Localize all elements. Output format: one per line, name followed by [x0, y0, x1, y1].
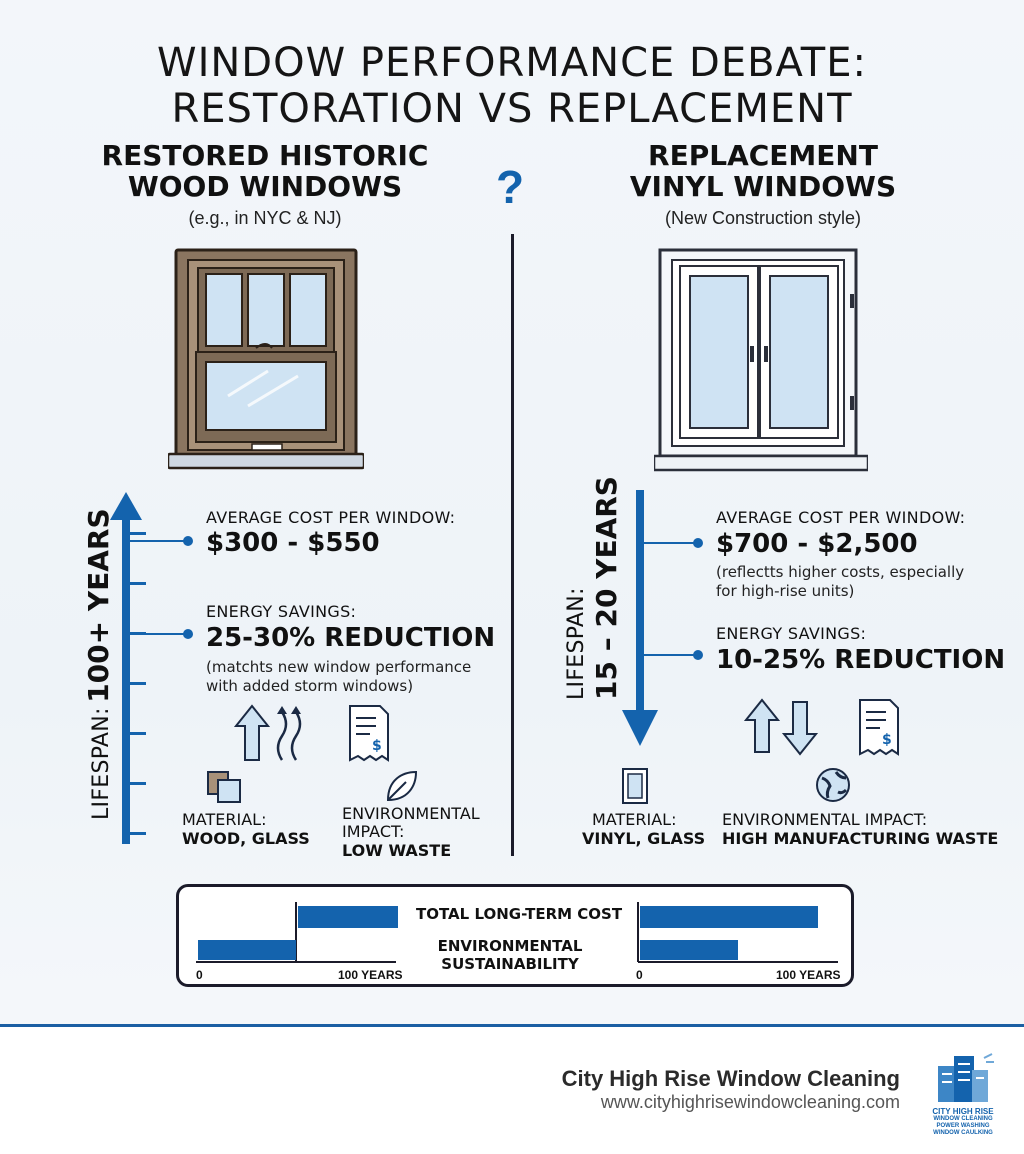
footer-url[interactable]: www.cityhighrisewindowcleaning.com — [600, 1092, 900, 1112]
right-cost-bar — [640, 906, 818, 928]
heat-arrows-icon — [233, 704, 302, 761]
footer — [0, 1027, 1024, 1154]
left-lifespan-label: LIFESPAN: — [89, 707, 114, 820]
right-sustainability-bar — [640, 940, 738, 960]
left-material-value: WOOD, GLASS — [182, 829, 310, 848]
right-connectors — [642, 538, 703, 660]
right-lifespan-value: 15 – 20 YEARS — [590, 476, 623, 700]
left-env-label-2: IMPACT: — [342, 822, 405, 841]
footer-brand[interactable]: City High Rise Window Cleaning — [561, 1066, 900, 1091]
right-cost-note-1: (reflectts higher costs, especially — [716, 563, 965, 581]
left-cost-value: $300 - $550 — [206, 528, 380, 558]
comparison-row2-label-2: SUSTAINABILITY — [441, 955, 579, 973]
right-cost-label: AVERAGE COST PER WINDOW: — [716, 508, 966, 527]
center-divider — [511, 234, 514, 856]
left-material-label: MATERIAL: — [182, 810, 267, 829]
up-down-arrows-icon — [744, 698, 819, 756]
left-cost-bar — [298, 906, 398, 928]
right-energy-value: 10-25% REDUCTION — [716, 645, 1006, 675]
right-material-label: MATERIAL: — [592, 810, 677, 829]
left-heading-line-1: RESTORED HISTORIC — [101, 139, 429, 172]
logo-line-3: POWER WASHING — [936, 1123, 990, 1129]
comparison-bars — [196, 902, 838, 963]
left-lifespan-value: 100+ YEARS — [82, 508, 115, 703]
left-material-icon — [207, 771, 241, 803]
vinyl-window-icon — [654, 248, 868, 472]
comparison-row2-label-1: ENVIRONMENTAL — [437, 937, 583, 955]
right-cost-note-2: for high-rise units) — [716, 582, 855, 600]
left-env-label-1: ENVIRONMENTAL — [342, 804, 480, 823]
svg-text:$: $ — [372, 738, 382, 754]
left-sustainability-bar — [198, 940, 296, 960]
title-line-2: RESTORATION VS REPLACEMENT — [171, 86, 853, 132]
left-lifespan-arrow — [110, 492, 146, 844]
left-energy-label: ENERGY SAVINGS: — [206, 602, 357, 621]
right-lifespan-arrow — [622, 490, 658, 746]
logo-line-2: WINDOW CLEANING — [933, 1116, 993, 1122]
left-energy-note-1: (matchts new window performance — [206, 658, 472, 676]
left-cost-label: AVERAGE COST PER WINDOW: — [206, 508, 456, 527]
question-mark: ? — [496, 161, 525, 213]
logo-buildings-icon — [938, 1053, 994, 1102]
leaf-icon — [386, 770, 418, 802]
right-lifespan-label: LIFESPAN: — [564, 587, 589, 700]
title-line-1: WINDOW PERFORMANCE DEBATE: — [157, 40, 867, 86]
left-energy-note-2: with added storm windows) — [206, 677, 414, 695]
left-bill-icon: $ — [349, 705, 389, 762]
left-axis-end: 100 YEARS — [338, 968, 403, 982]
left-axis-start: 0 — [196, 968, 203, 982]
right-env-label: ENVIRONMENTAL IMPACT: — [722, 810, 928, 829]
logo-line-4: WINDOW CAULKING — [933, 1130, 993, 1136]
left-connectors — [126, 536, 193, 639]
right-subtitle: (New Construction style) — [664, 208, 862, 228]
left-lifespan-text: LIFESPAN: 100+ YEARS — [82, 460, 115, 820]
right-axis-start: 0 — [636, 968, 643, 982]
right-energy-label: ENERGY SAVINGS: — [716, 624, 867, 643]
globe-icon — [816, 768, 850, 802]
left-heading-line-2: WOOD WINDOWS — [127, 170, 403, 203]
right-bill-icon: $ — [859, 699, 899, 756]
right-material-icon — [622, 768, 648, 804]
comparison-box — [176, 884, 854, 987]
left-env-value: LOW WASTE — [342, 841, 452, 860]
left-energy-value: 25-30% REDUCTION — [206, 623, 496, 653]
right-axis-end: 100 YEARS — [776, 968, 841, 982]
company-logo: CITY HIGH RISE WINDOW CLEANING POWER WAS… — [928, 1052, 998, 1144]
logo-line-1: CITY HIGH RISE — [932, 1107, 994, 1116]
right-material-value: VINYL, GLASS — [582, 829, 706, 848]
footer-divider — [0, 1024, 1024, 1027]
right-env-value: HIGH MANUFACTURING WASTE — [722, 829, 999, 848]
left-subtitle: (e.g., in NYC & NJ) — [188, 208, 342, 228]
wood-window-icon — [168, 248, 364, 470]
right-heading-line-2: VINYL WINDOWS — [629, 170, 897, 203]
svg-text:$: $ — [882, 732, 892, 748]
comparison-row1-label: TOTAL LONG-TERM COST — [416, 905, 623, 923]
right-heading-line-1: REPLACEMENT — [648, 139, 878, 172]
right-lifespan-text: LIFESPAN: 15 – 20 YEARS — [562, 460, 623, 700]
right-cost-value: $700 - $2,500 — [716, 529, 918, 559]
